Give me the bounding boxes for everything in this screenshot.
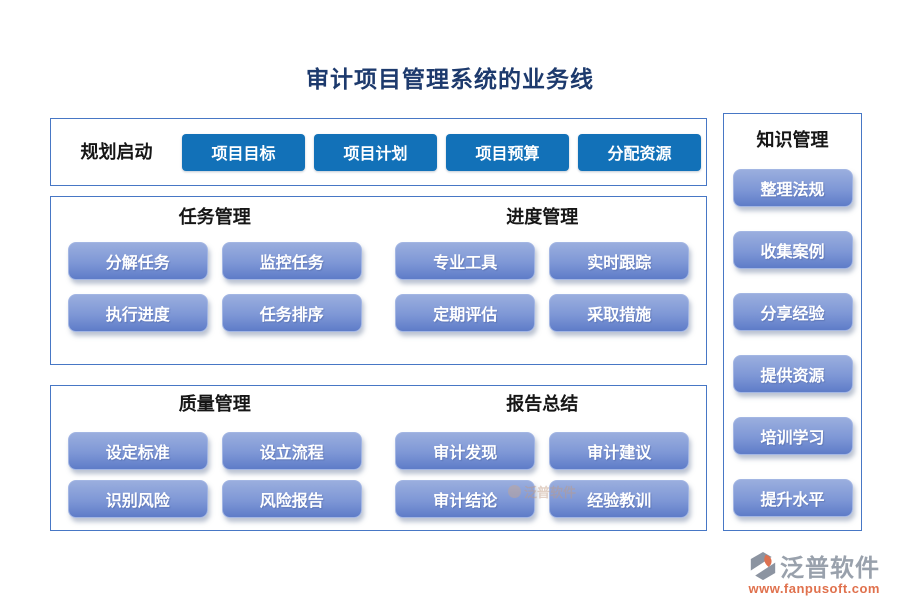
group-quality-management: 质量管理 设定标准 设立流程 识别风险 风险报告: [51, 386, 379, 530]
fanpu-logo-icon: [748, 551, 778, 581]
group-report-summary: 报告总结 审计发现 审计建议 审计结论 经验教训: [379, 386, 707, 530]
fanpu-logo-url: www.fanpusoft.com: [748, 581, 880, 596]
button-audit-conclusion[interactable]: 审计结论: [395, 480, 536, 518]
group-progress-management: 进度管理 专业工具 实时跟踪 定期评估 采取措施: [379, 197, 707, 364]
panel-task-progress: 任务管理 分解任务 监控任务 执行进度 任务排序 进度管理 专业工具 实时跟踪 …: [50, 196, 707, 365]
button-professional-tools[interactable]: 专业工具: [395, 242, 536, 280]
button-project-plan[interactable]: 项目计划: [314, 133, 437, 171]
progress-management-title: 进度管理: [506, 207, 579, 227]
button-share-experience[interactable]: 分享经验: [732, 293, 853, 331]
button-decompose-task[interactable]: 分解任务: [67, 242, 208, 280]
button-periodic-evaluation[interactable]: 定期评估: [395, 294, 536, 332]
button-execution-progress[interactable]: 执行进度: [67, 294, 208, 332]
knowledge-management-title: 知识管理: [756, 130, 829, 150]
planning-buttons: 项目目标 项目计划 项目预算 分配资源: [182, 133, 701, 171]
button-project-budget[interactable]: 项目预算: [446, 133, 569, 171]
button-organize-regulations[interactable]: 整理法规: [732, 169, 853, 207]
quality-buttons: 设定标准 设立流程 识别风险 风险报告: [67, 432, 362, 518]
panel-planning: 规划启动 项目目标 项目计划 项目预算 分配资源: [50, 118, 707, 186]
button-take-measures[interactable]: 采取措施: [549, 294, 690, 332]
progress-buttons: 专业工具 实时跟踪 定期评估 采取措施: [395, 242, 690, 332]
button-audit-findings[interactable]: 审计发现: [395, 432, 536, 470]
button-training-learning[interactable]: 培训学习: [732, 417, 853, 455]
button-collect-cases[interactable]: 收集案例: [732, 231, 853, 269]
button-set-standards[interactable]: 设定标准: [67, 432, 208, 470]
button-provide-resources[interactable]: 提供资源: [732, 355, 853, 393]
button-task-sort[interactable]: 任务排序: [221, 294, 362, 332]
panel-quality-report: 质量管理 设定标准 设立流程 识别风险 风险报告 报告总结 审计发现 审计建议 …: [50, 385, 707, 531]
button-allocate-resources[interactable]: 分配资源: [578, 133, 701, 171]
fanpu-logo-text: 泛普软件: [780, 555, 880, 582]
button-improve-level[interactable]: 提升水平: [732, 479, 853, 517]
task-buttons: 分解任务 监控任务 执行进度 任务排序: [67, 242, 362, 332]
report-buttons: 审计发现 审计建议 审计结论 经验教训: [395, 432, 690, 518]
fanpu-logo: 泛普软件 www.fanpusoft.com: [730, 548, 880, 596]
button-establish-process[interactable]: 设立流程: [221, 432, 362, 470]
report-summary-title: 报告总结: [506, 394, 579, 414]
page-title: 审计项目管理系统的业务线: [306, 67, 594, 92]
panel-knowledge-management: 知识管理 整理法规 收集案例 分享经验 提供资源 培训学习 提升水平: [723, 113, 862, 531]
button-risk-report[interactable]: 风险报告: [221, 480, 362, 518]
button-project-goal[interactable]: 项目目标: [182, 133, 305, 171]
knowledge-buttons: 整理法规 收集案例 分享经验 提供资源 培训学习 提升水平: [732, 169, 853, 517]
button-realtime-tracking[interactable]: 实时跟踪: [549, 242, 690, 280]
button-monitor-task[interactable]: 监控任务: [221, 242, 362, 280]
button-lessons-learned[interactable]: 经验教训: [549, 480, 690, 518]
planning-label: 规划启动: [80, 142, 153, 162]
button-identify-risk[interactable]: 识别风险: [67, 480, 208, 518]
task-management-title: 任务管理: [178, 207, 251, 227]
button-audit-suggestions[interactable]: 审计建议: [549, 432, 690, 470]
group-task-management: 任务管理 分解任务 监控任务 执行进度 任务排序: [51, 197, 379, 364]
quality-management-title: 质量管理: [178, 394, 251, 414]
